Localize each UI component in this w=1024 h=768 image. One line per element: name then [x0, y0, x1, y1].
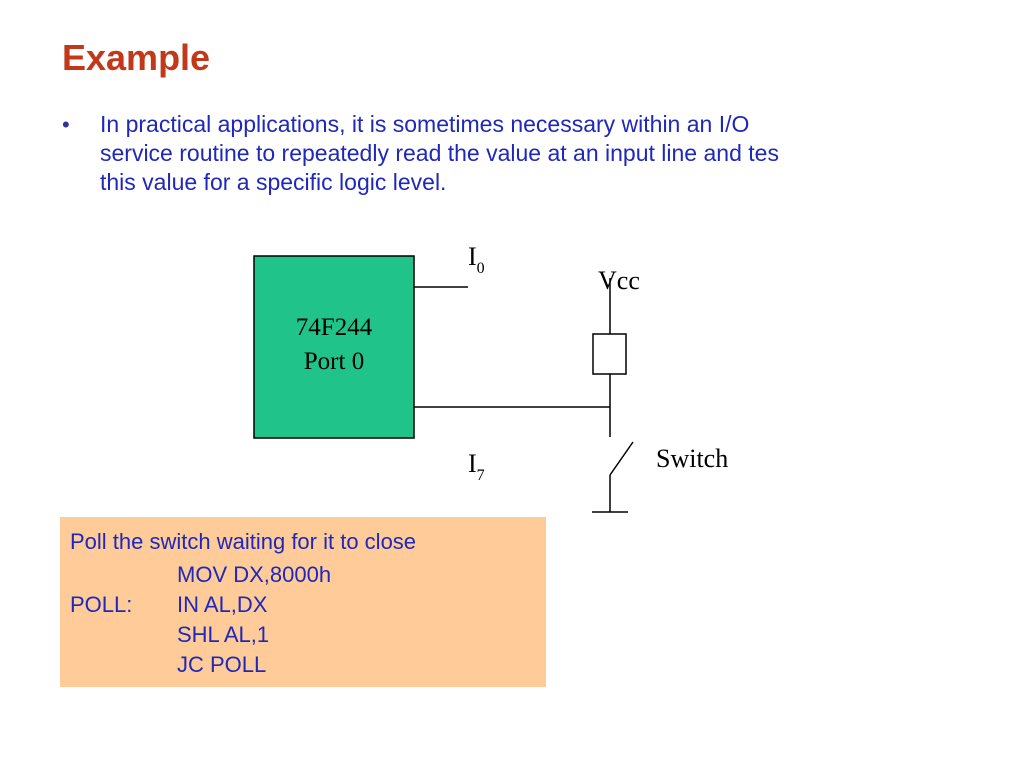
- code-instruction: JC POLL: [177, 652, 267, 677]
- code-instruction: SHL AL,1: [177, 622, 270, 647]
- code-instruction: IN AL,DX: [177, 592, 268, 617]
- switch-blade: [609, 441, 634, 476]
- bullet-text: In practical applications, it is sometim…: [100, 111, 779, 195]
- chip-port: Port 0: [304, 348, 364, 375]
- pullup-resistor: [592, 333, 627, 375]
- bullet-marker: •: [62, 112, 70, 137]
- i7-label: I7: [468, 449, 485, 484]
- i0-label: I0: [468, 242, 485, 277]
- chip-name: 74F244: [296, 314, 373, 341]
- chip-box: [253, 255, 415, 439]
- code-instruction: MOV DX,8000h: [177, 562, 332, 587]
- code-box: Poll the switch waiting for it to close …: [60, 517, 546, 687]
- switch-label: Switch: [656, 444, 728, 473]
- code-comment: Poll the switch waiting for it to close: [70, 529, 417, 554]
- vcc-label: Vcc: [598, 266, 640, 295]
- i7-label-sub: 7: [477, 467, 485, 484]
- i0-label-base: I: [468, 242, 477, 271]
- code-label: POLL:: [70, 592, 133, 617]
- slide-title: Example: [62, 37, 211, 78]
- i7-label-base: I: [468, 449, 477, 478]
- i0-label-sub: 0: [477, 260, 485, 277]
